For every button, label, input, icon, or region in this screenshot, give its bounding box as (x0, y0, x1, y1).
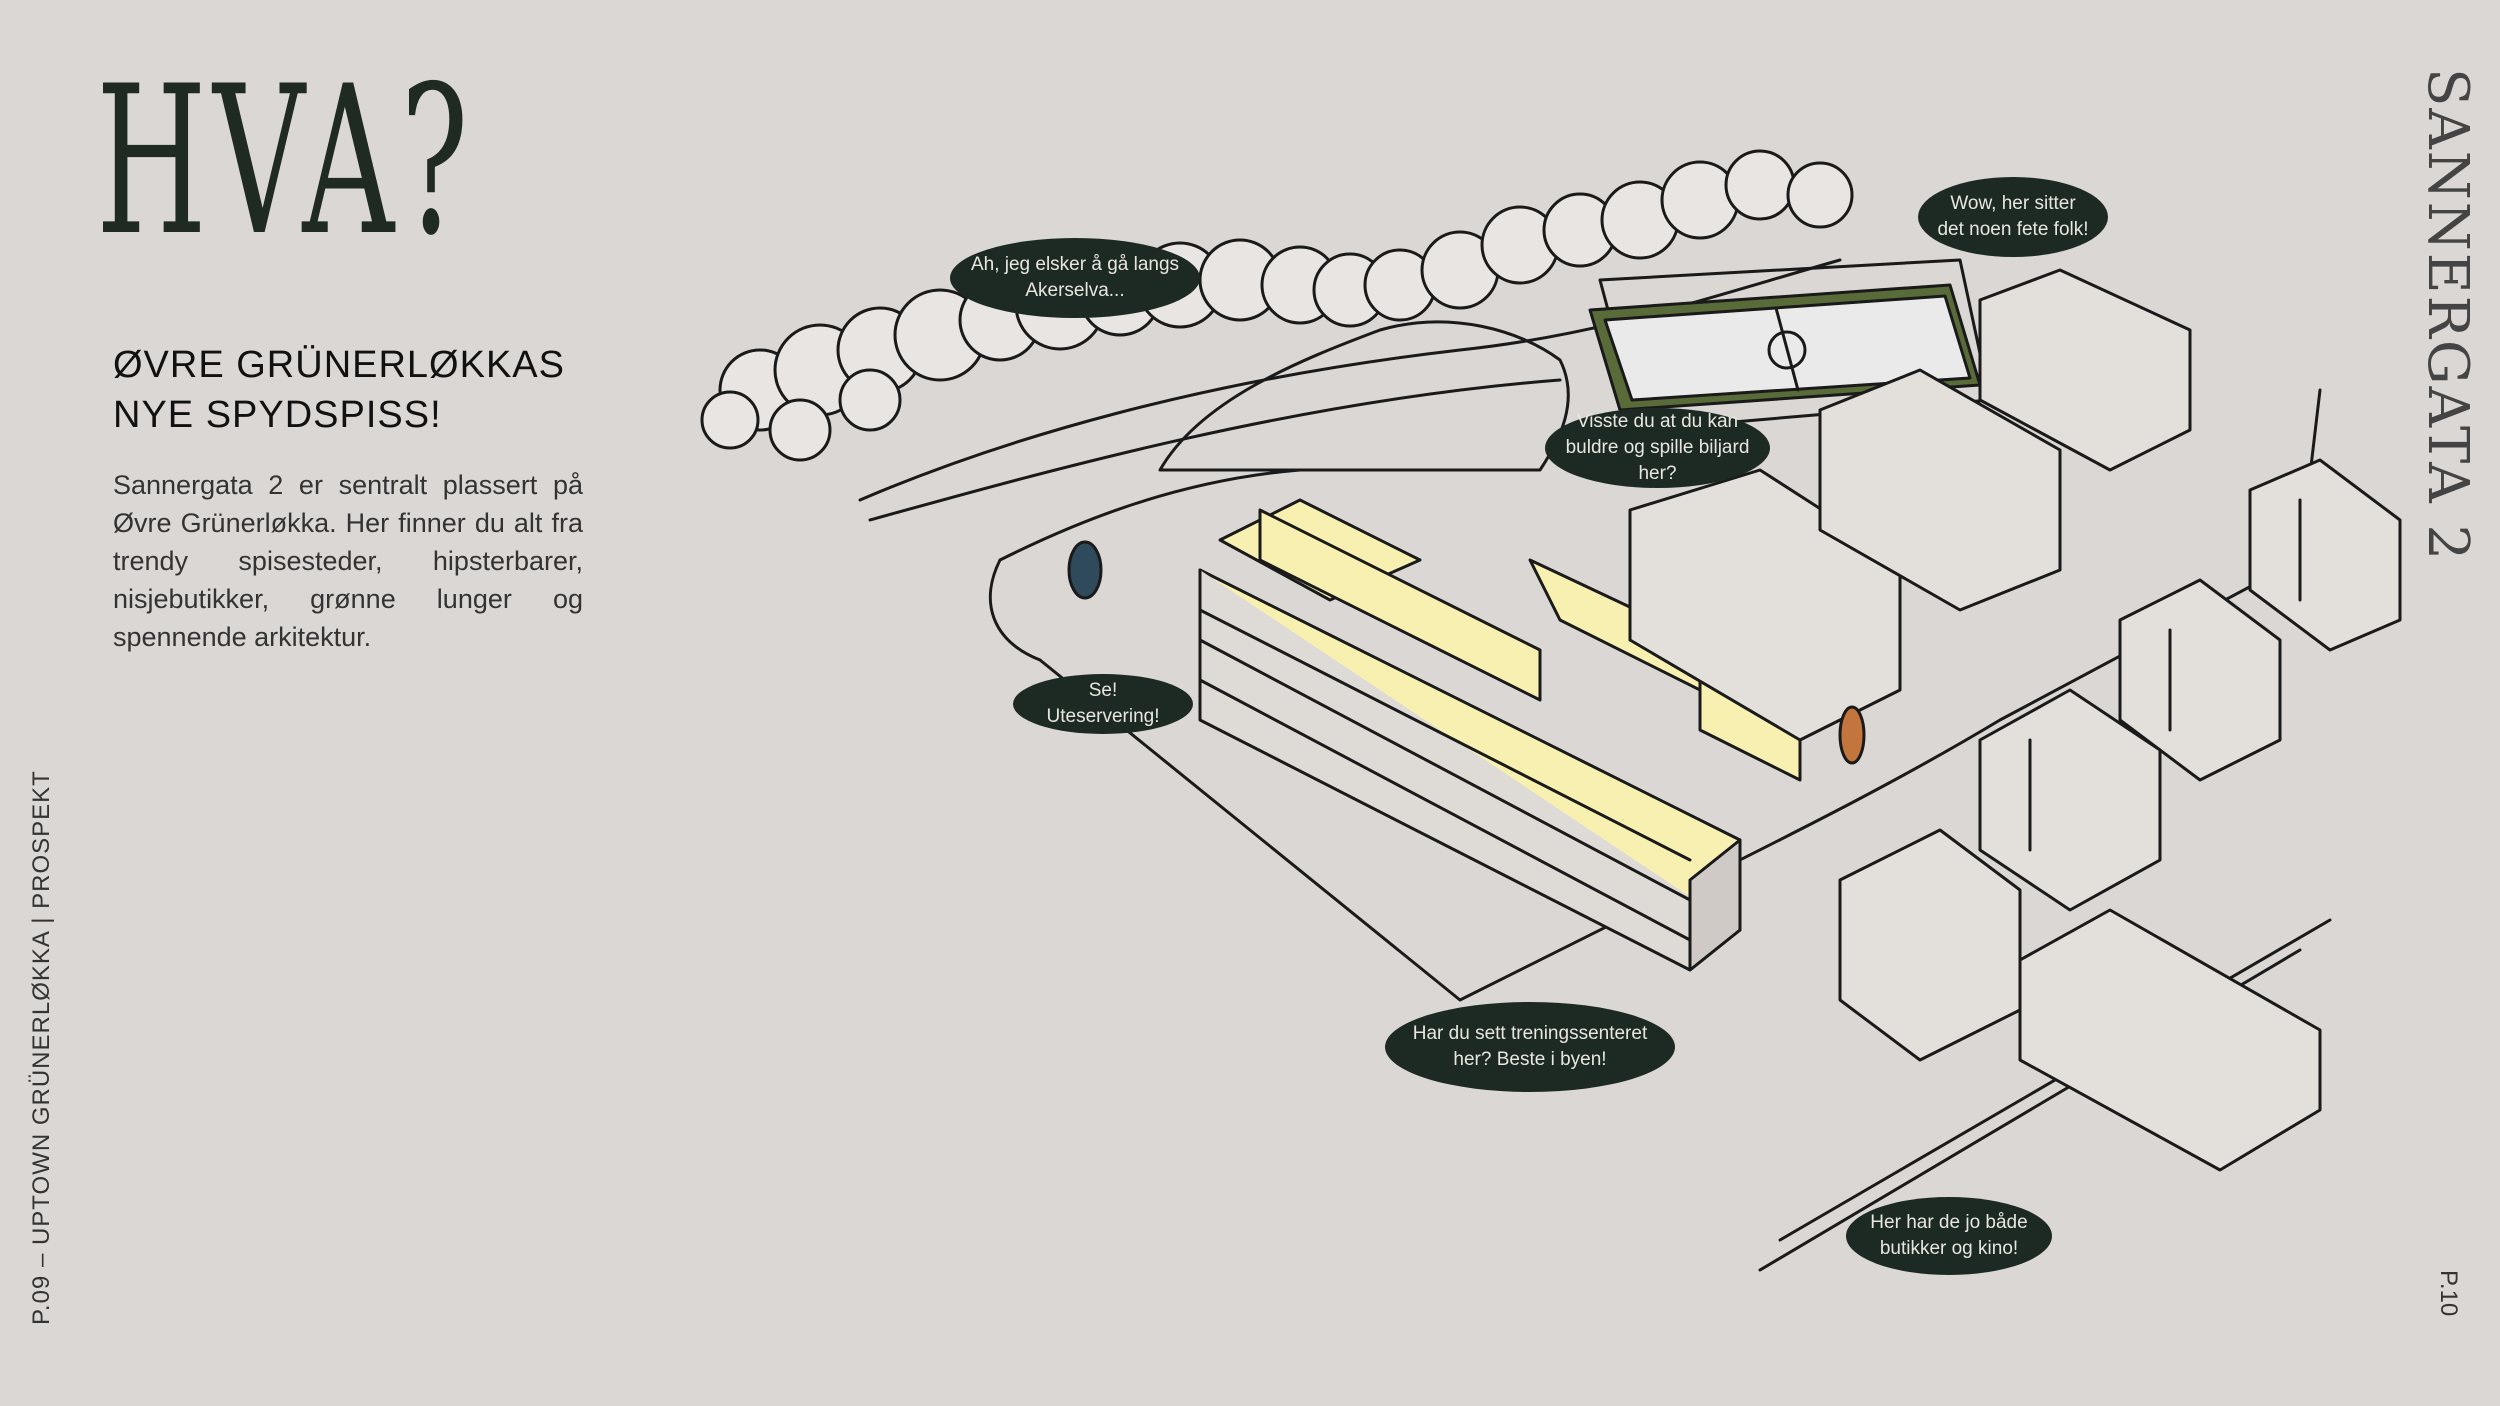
speech-bubble-gym: Har du sett treningssenteret her? Beste … (1385, 1002, 1675, 1092)
office-blocks (1628, 268, 2192, 742)
speech-bubble-people: Wow, her sitter det noen fete folk! (1918, 177, 2108, 257)
speech-bubble-akerselva: Ah, jeg elsker å gå langs Akerselva... (950, 238, 1200, 318)
speech-bubble-outdoor-dining: Se! Uteservering! (1013, 674, 1193, 734)
speech-bubble-climbing: Visste du at du kan buldre og spille bil… (1545, 408, 1770, 488)
page-title: HVA? (96, 43, 475, 281)
tree-line (700, 149, 1854, 462)
subtitle-line-2: NYE SPYDSPISS! (113, 394, 442, 436)
intro-paragraph: Sannergata 2 er sentralt plassert på Øvr… (113, 470, 583, 652)
residential-blocks (1838, 458, 2402, 1172)
main-building (1198, 498, 1802, 972)
section-subtitle: ØVRE GRÜNERLØKKAS NYE SPYDSPISS! (113, 340, 633, 440)
subtitle-line-1: ØVRE GRÜNERLØKKAS (113, 344, 565, 386)
speech-bubble-shops-cinema: Her har de jo både butikker og kino! (1846, 1197, 2052, 1275)
football-field (1588, 283, 1982, 412)
sculptures (1067, 540, 1866, 765)
